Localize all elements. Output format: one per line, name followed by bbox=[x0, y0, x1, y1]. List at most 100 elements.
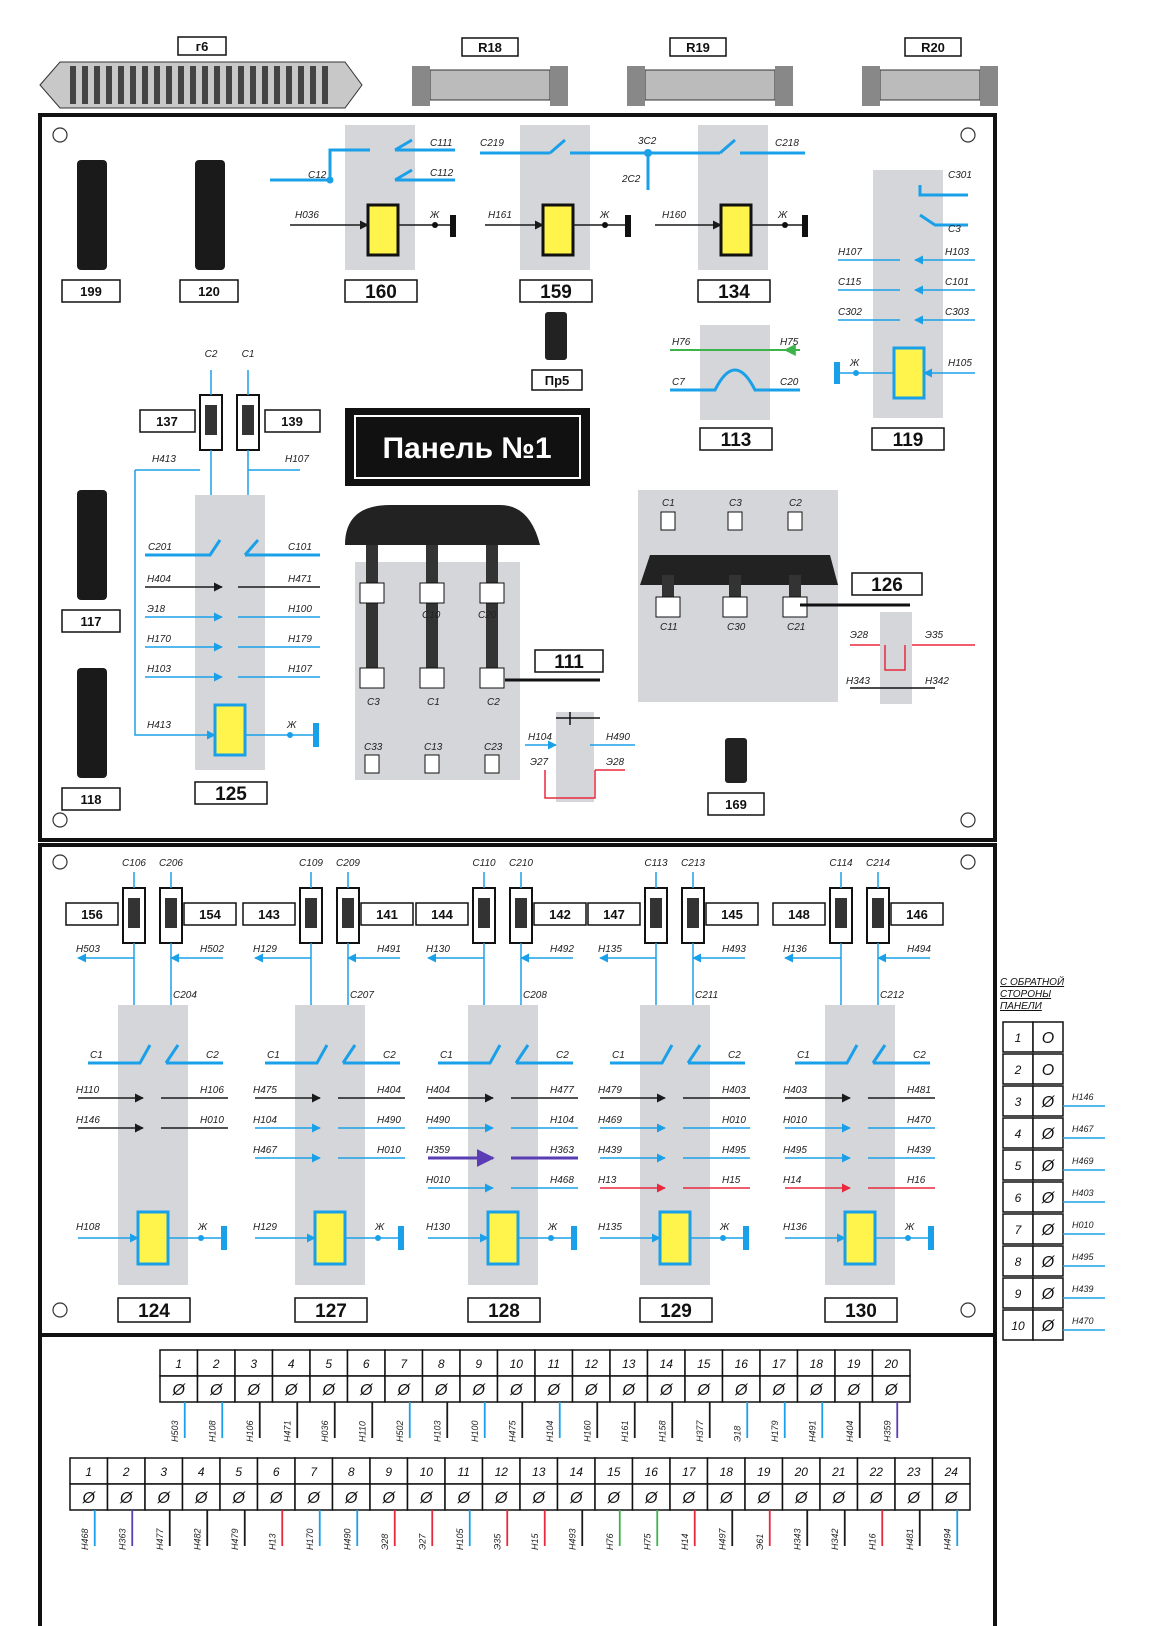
tb-wire-label: Н493 bbox=[567, 1528, 577, 1550]
sw111-low: С33 bbox=[364, 742, 383, 753]
screw-icon: Ø bbox=[1041, 1158, 1056, 1175]
screw-icon: Ø bbox=[1041, 1126, 1056, 1143]
relay113-tag: 113 bbox=[721, 430, 752, 451]
breaker-lever bbox=[515, 898, 527, 928]
r119-row-right: Н103 bbox=[945, 247, 969, 258]
g6-tooth bbox=[106, 66, 112, 104]
relay-134: Н160 Ж С218 134 bbox=[655, 125, 808, 303]
relay-row-left: Н467 bbox=[253, 1145, 277, 1156]
fuse-tag-box bbox=[179, 279, 239, 303]
tb-num: 18 bbox=[720, 1465, 734, 1479]
fuse-tag: 118 bbox=[81, 792, 102, 807]
screw-icon: O bbox=[1042, 1062, 1054, 1079]
relay-coil bbox=[313, 1210, 347, 1266]
relay125-tag: 125 bbox=[215, 784, 247, 805]
ground-icon bbox=[571, 1226, 577, 1250]
tb-num: 3 bbox=[160, 1465, 167, 1479]
relay-row-right: Н104 bbox=[550, 1115, 574, 1126]
junction bbox=[198, 1235, 204, 1241]
tb-screw-cell bbox=[819, 1483, 859, 1511]
tb-num-cell bbox=[819, 1457, 859, 1485]
tb-wire-label: Н161 bbox=[620, 1420, 630, 1442]
rear-num: 5 bbox=[1015, 1159, 1022, 1173]
screw-icon: Ø bbox=[734, 1382, 749, 1399]
relay-row-right: Н477 bbox=[550, 1085, 574, 1096]
switch-contact bbox=[655, 596, 681, 618]
tb-wire-label: Н468 bbox=[80, 1528, 90, 1550]
junction bbox=[548, 1235, 554, 1241]
rear-wire-label: Н403 bbox=[1072, 1188, 1094, 1198]
switch-term bbox=[660, 511, 676, 531]
relay-row-left: Н403 bbox=[783, 1085, 807, 1096]
relay-tag: 127 bbox=[315, 1301, 347, 1322]
breaker-tag: 141 bbox=[376, 907, 398, 922]
relay160-tag: 160 bbox=[365, 282, 397, 303]
relay134-coil-out: Ж bbox=[777, 210, 788, 221]
tb-num: 2 bbox=[122, 1465, 130, 1479]
ground-icon bbox=[743, 1226, 749, 1250]
tb-screw-cell bbox=[556, 1483, 596, 1511]
r19-label: R19 bbox=[686, 40, 710, 55]
relay-row-right: Н010 bbox=[200, 1115, 224, 1126]
g6-tooth bbox=[322, 66, 328, 104]
fuse-tag-box bbox=[61, 279, 121, 303]
tb-screw-cell bbox=[196, 1375, 236, 1403]
tb-screw-cell bbox=[781, 1483, 821, 1511]
fuse-pr5: Пр5 bbox=[531, 312, 583, 391]
tb-num-cell bbox=[459, 1349, 499, 1377]
relay-coil-out: Ж bbox=[197, 1222, 208, 1233]
tb-num: 9 bbox=[475, 1357, 482, 1371]
relay-row-right: Н490 bbox=[377, 1115, 401, 1126]
relay-row-left: Н13 bbox=[598, 1175, 617, 1186]
g6-tooth bbox=[262, 66, 268, 104]
relay125-tag-box bbox=[194, 781, 268, 805]
rear-screw-cell bbox=[1032, 1021, 1064, 1053]
panel-title-plate: Панель №1 bbox=[345, 408, 590, 486]
screw-icon: Ø bbox=[1041, 1286, 1056, 1303]
relay-coil-out: Ж bbox=[904, 1222, 915, 1233]
rear-screw-cell bbox=[1032, 1149, 1064, 1181]
tb-wire-label: Н105 bbox=[455, 1527, 465, 1550]
resistor-r18: R18 bbox=[412, 37, 568, 106]
breaker-top-label: С2 bbox=[205, 349, 218, 360]
screw-icon: Ø bbox=[82, 1490, 97, 1507]
relay159-coil-in: Н161 bbox=[488, 210, 512, 221]
tb-num-cell bbox=[721, 1349, 761, 1377]
rear-heading: СТОРОНЫ bbox=[1000, 989, 1051, 1000]
tb-wire-label: Э28 bbox=[380, 1534, 390, 1550]
tb-wire-label: Н479 bbox=[230, 1528, 240, 1550]
tb-num: 14 bbox=[660, 1357, 674, 1371]
tb-wire-label: Н377 bbox=[695, 1419, 705, 1442]
breaker-tag: 137 bbox=[156, 414, 178, 429]
breaker-tag: 145 bbox=[721, 907, 743, 922]
tb-wire-label: Н14 bbox=[680, 1533, 690, 1550]
tb-num: 14 bbox=[570, 1465, 584, 1479]
breaker-tag-box bbox=[65, 902, 119, 926]
relay-tag-box bbox=[294, 1297, 368, 1323]
breaker-lever bbox=[650, 898, 662, 928]
tb-num: 12 bbox=[495, 1465, 509, 1479]
breaker-tag-box bbox=[772, 902, 826, 926]
tb-num: 3 bbox=[250, 1357, 257, 1371]
mounting-holes bbox=[52, 127, 976, 1318]
relay113-h75: Н75 bbox=[780, 337, 799, 348]
tb-num: 1 bbox=[175, 1357, 182, 1371]
g6-tooth bbox=[142, 66, 148, 104]
tb-screw-cell bbox=[346, 1375, 386, 1403]
tb-wire-label: Н494 bbox=[942, 1528, 952, 1550]
screw-icon: Ø bbox=[772, 1382, 787, 1399]
relay-row-right: Н404 bbox=[377, 1085, 401, 1096]
screw-icon: Ø bbox=[1041, 1318, 1056, 1335]
tb-num: 4 bbox=[198, 1465, 205, 1479]
breaker-tag-box bbox=[360, 902, 414, 926]
tb-num: 11 bbox=[458, 1465, 470, 1479]
breaker-top-label: С110 bbox=[472, 858, 496, 869]
relay-w-left: Н136 bbox=[783, 944, 807, 955]
tb-num: 22 bbox=[869, 1465, 884, 1479]
tb-screw-cell bbox=[856, 1483, 896, 1511]
relay125-coil-in: Н413 bbox=[147, 720, 171, 731]
